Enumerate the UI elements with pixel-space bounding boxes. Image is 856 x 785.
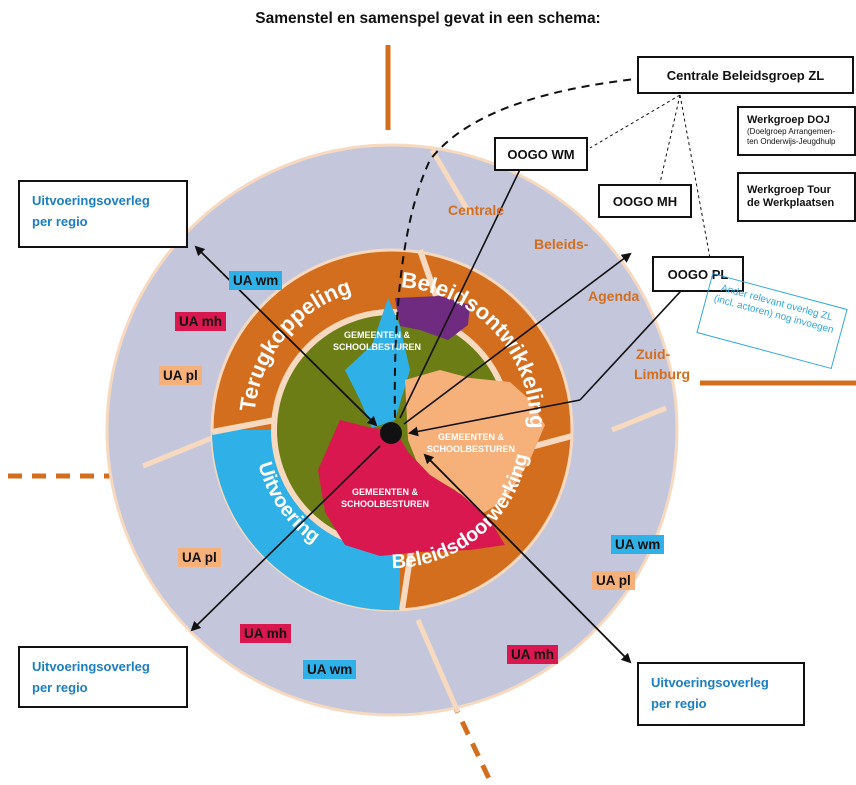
axis-line-bottom-dashed	[449, 698, 495, 785]
ua-wm-tag: UA wm	[303, 660, 357, 679]
arrow-to-oogo-wm	[399, 153, 529, 419]
outer-separator-2	[611, 405, 667, 433]
outer-text-limburg: Limburg	[634, 366, 690, 382]
oogo-wm-box: OOGO WM	[494, 137, 588, 171]
werkgroep-doj-box: Werkgroep DOJ (Doelgroep Arrangemen-ten …	[737, 106, 856, 156]
ring-gap-3	[211, 417, 276, 435]
center-label-2a: GEMEENTEN &	[438, 432, 505, 442]
uitvoeringsoverleg-line2: per regio	[32, 680, 88, 696]
uitvoering-segment	[211, 430, 400, 611]
arrow-uitvoering-out	[190, 445, 381, 632]
centrale-beleidsgroep-box: Centrale Beleidsgroep ZL	[637, 56, 854, 94]
region-purple	[395, 296, 470, 340]
page-title: Samenstel en samenspel gevat in een sche…	[255, 10, 601, 27]
ua-pl-tag: UA pl	[178, 548, 221, 567]
ring-gap-4	[399, 544, 415, 611]
arrow-terugkoppeling-out	[194, 245, 377, 426]
dashed-link-pl	[679, 94, 711, 259]
center-label-2b: SCHOOLBESTUREN	[427, 444, 515, 454]
uitvoeringsoverleg-line2: per regio	[651, 696, 707, 712]
ua-pl-tag: UA pl	[592, 571, 635, 590]
outer-separator-4	[415, 619, 461, 713]
outer-separator-1	[429, 148, 473, 216]
uitvoeringsoverleg-line1: Uitvoeringsoverleg	[32, 193, 150, 208]
arrow-to-oogo-mh	[403, 252, 632, 425]
uitvoeringsoverleg-line1: Uitvoeringsoverleg	[32, 659, 150, 674]
ua-wm-tag: UA wm	[611, 535, 665, 554]
uitvoeringsoverleg-box-bottomleft: Uitvoeringsoverleg per regio	[18, 646, 188, 708]
ua-wm-tag: UA wm	[229, 271, 283, 290]
outer-text-zuid: Zuid-	[636, 346, 671, 362]
center-label-3a: GEMEENTEN &	[352, 487, 419, 497]
werkgroep-tour-box: Werkgroep Tour de Werkplaatsen	[737, 172, 856, 222]
dashed-link-wm	[589, 94, 681, 149]
werkgroep-doj-title: Werkgroep DOJ	[747, 114, 830, 126]
uitvoeringsoverleg-line1: Uitvoeringsoverleg	[651, 675, 769, 690]
ua-mh-tag: UA mh	[507, 645, 558, 664]
center-label-1a: GEMEENTEN &	[344, 330, 411, 340]
oogo-mh-box: OOGO MH	[598, 184, 692, 218]
ring-gap-1	[417, 249, 439, 297]
region-peach	[405, 370, 545, 515]
arrow-doorwerking-in	[423, 453, 631, 663]
werkgroep-doj-subtitle: (Doelgroep Arrangemen-ten Onderwijs-Jeug…	[747, 127, 836, 146]
dashed-link-mh	[659, 94, 681, 184]
outer-text-beleids: Beleids-	[534, 236, 589, 252]
uitvoeringsoverleg-box-topleft: Uitvoeringsoverleg per regio	[18, 180, 188, 248]
outer-text-agenda: Agenda	[588, 288, 640, 304]
center-label-3b: SCHOOLBESTUREN	[341, 499, 429, 509]
uitvoeringsoverleg-line2: per regio	[32, 214, 88, 230]
outer-text-centrale: Centrale	[448, 202, 505, 218]
center-node	[380, 422, 402, 444]
region-blue	[345, 298, 410, 428]
oogo-pl-box: OOGO PL	[652, 256, 744, 292]
region-magenta	[318, 420, 505, 556]
center-label-1b: SCHOOLBESTUREN	[333, 342, 421, 352]
arrow-from-pl	[408, 399, 581, 437]
uitvoeringsoverleg-box-bottomright: Uitvoeringsoverleg per regio	[637, 662, 805, 726]
outer-separator-3	[142, 435, 213, 469]
ua-mh-tag: UA mh	[240, 624, 291, 643]
ua-mh-tag: UA mh	[175, 312, 226, 331]
ua-pl-tag: UA pl	[159, 366, 202, 385]
